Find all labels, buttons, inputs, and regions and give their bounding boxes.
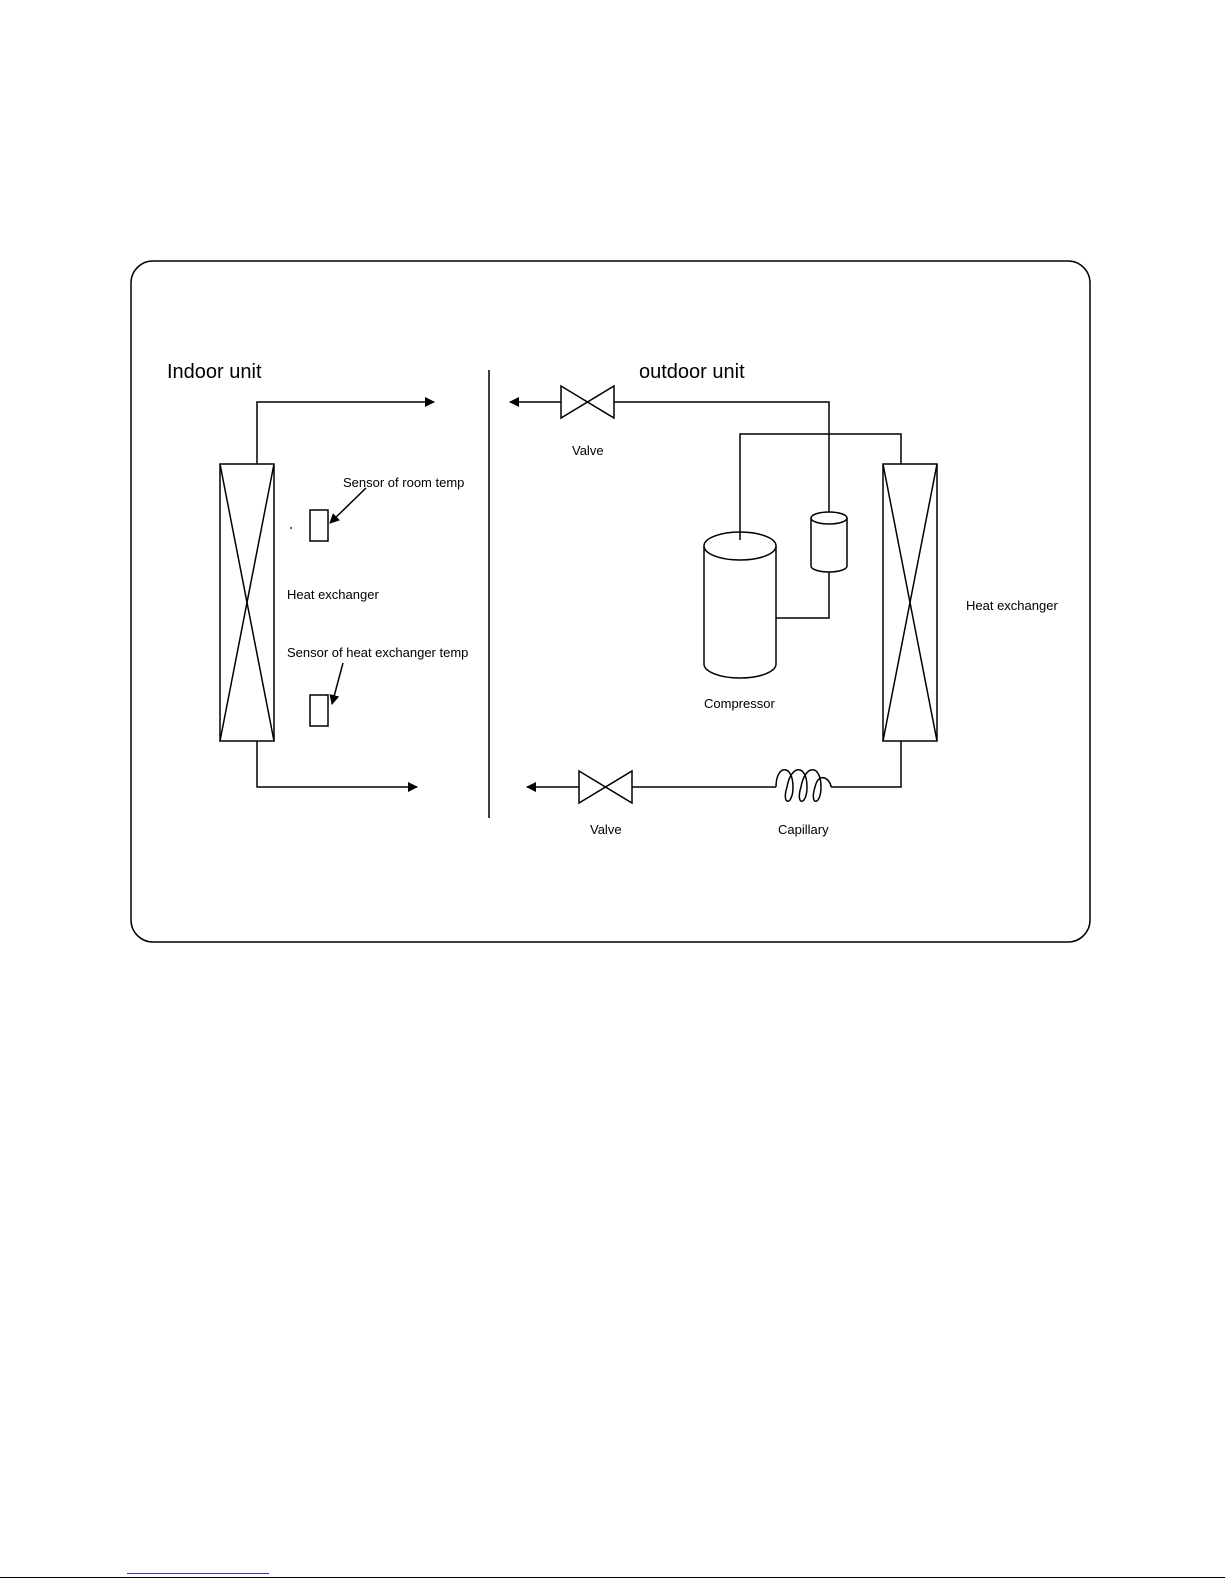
compressor-label: Compressor — [704, 696, 775, 711]
compressor-icon — [704, 532, 776, 678]
sensor-hex-label: Sensor of heat exchanger temp — [287, 645, 468, 660]
capillary-label: Capillary — [778, 822, 829, 837]
outdoor-hex-label: Heat exchanger — [966, 598, 1058, 613]
sensor-room-label: Sensor of room temp — [343, 475, 464, 490]
outdoor-unit-title: outdoor unit — [639, 361, 745, 383]
valve-top-label: Valve — [572, 443, 604, 458]
indoor-unit-title: Indoor unit — [167, 361, 262, 383]
indoor-hex-label: Heat exchanger — [287, 587, 379, 602]
accumulator-icon — [811, 512, 847, 572]
valve-bottom-label: Valve — [590, 822, 622, 837]
footer-link-underline — [127, 1573, 269, 1574]
page-footer-line — [0, 1577, 1225, 1578]
